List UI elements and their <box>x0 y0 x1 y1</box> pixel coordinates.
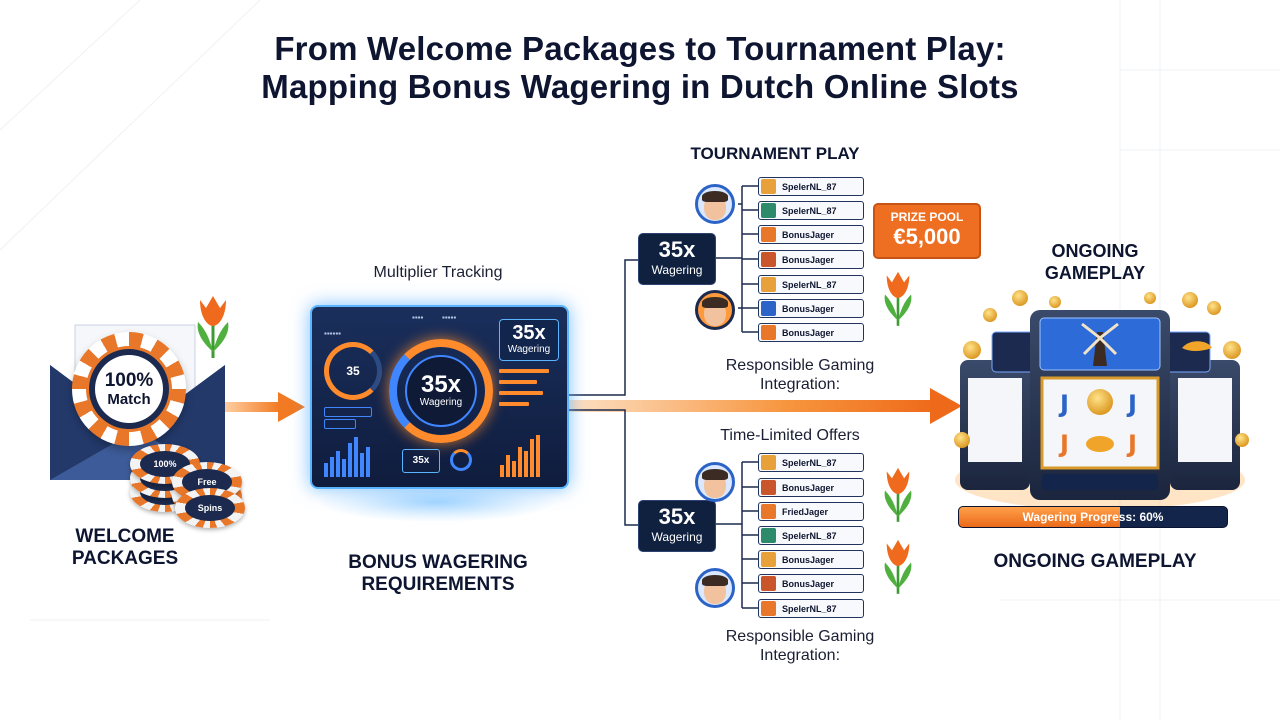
svg-text:J: J <box>1126 390 1137 418</box>
arrow-welcome-to-wagering <box>222 402 280 412</box>
svg-text:J: J <box>1058 430 1069 458</box>
tulip-icon <box>884 539 912 594</box>
match-bonus-chip-icon: 100% Match <box>72 332 186 446</box>
small-chip-text-3: Spins <box>185 495 235 521</box>
responsible-gaming-top: Responsible Gaming Integration: <box>725 357 875 393</box>
ongoing-gameplay-bottom-label: ONGOING GAMEPLAY <box>993 551 1197 572</box>
chip-percent: 100% <box>104 369 154 391</box>
leaderboard-entry: BonusJager <box>758 478 864 497</box>
leaderboard-entry: BonusJager <box>758 299 864 318</box>
dashboard-main-gauge: 35x Wagering <box>389 339 493 443</box>
dashboard-mini-ring <box>450 449 472 471</box>
wagering-progress-text: Wagering Progress: 60% <box>1022 510 1164 524</box>
dashboard-bar-chart-blue <box>324 432 370 477</box>
bonus-wagering-label: BONUS WAGERING REQUIREMENTS <box>348 552 528 595</box>
player-avatar <box>695 462 735 502</box>
multiplier-tracking-label: Multiplier Tracking <box>373 264 503 281</box>
player-avatar <box>695 568 735 608</box>
leaderboard-entry: SpelerNL_87 <box>758 526 864 545</box>
tulip-icon <box>884 271 912 326</box>
leaderboard-entry: SpelerNL_87 <box>758 275 864 294</box>
svg-text:J: J <box>1058 390 1069 418</box>
gauge-label: Wagering <box>419 397 463 408</box>
welcome-packages-label: WELCOME PACKAGES <box>71 526 179 569</box>
gauge-value: 35x <box>420 371 462 398</box>
dashboard-small-gauge: 35 <box>324 342 382 400</box>
wagering-dashboard: ▪▪▪▪ ▪▪▪▪▪ ▪▪▪▪▪▪ 35 35x Wagering 35x Wa… <box>310 305 569 489</box>
svg-text:J: J <box>1126 430 1137 458</box>
free-chip-icon: 100% <box>130 444 200 484</box>
leaderboard-entry: BonusJager <box>758 225 864 244</box>
dashboard-mini-badge: 35x <box>402 449 440 473</box>
tournament-multiplier-bottom: 35x Wagering <box>638 500 716 552</box>
tulip-icon <box>197 296 229 358</box>
leaderboard-entry: BonusJager <box>758 550 864 569</box>
ongoing-gameplay-top-label: ONGOING GAMEPLAY <box>1044 241 1146 283</box>
player-avatar <box>695 184 735 224</box>
player-avatar <box>695 290 735 330</box>
dashboard-horizontal-bars <box>499 369 549 413</box>
title-line-1: From Welcome Packages to Tournament Play… <box>274 30 1006 67</box>
leaderboard-entry: SpelerNL_87 <box>758 201 864 220</box>
leaderboard-entry: SpelerNL_87 <box>758 599 864 618</box>
leaderboard-entry: BonusJager <box>758 323 864 342</box>
arrow-wagering-to-gameplay <box>565 400 935 412</box>
responsible-gaming-bottom: Responsible Gaming Integration: <box>725 628 875 664</box>
tournament-multiplier-top: 35x Wagering <box>638 233 716 285</box>
leaderboard-entry: BonusJager <box>758 574 864 593</box>
small-chip-text-1: 100% <box>140 451 190 477</box>
prize-pool-badge: PRIZE POOL €5,000 <box>873 203 981 259</box>
tulip-icon <box>884 467 912 522</box>
wagering-progress-bar: Wagering Progress: 60% <box>958 506 1228 528</box>
time-limited-offers-label: Time-Limited Offers <box>720 427 860 444</box>
slot-machine-icon: J J J J <box>954 290 1249 510</box>
prize-pool-label: PRIZE POOL <box>890 210 964 224</box>
title-line-2: Mapping Bonus Wagering in Dutch Online S… <box>261 68 1019 105</box>
leaderboard-entry: SpelerNL_87 <box>758 453 864 472</box>
chip-match: Match <box>107 390 151 408</box>
leaderboard-entry: BonusJager <box>758 250 864 269</box>
page-title: From Welcome Packages to Tournament Play… <box>0 30 1280 106</box>
prize-pool-value: €5,000 <box>893 224 961 249</box>
tournament-play-title: TOURNAMENT PLAY <box>690 144 860 163</box>
spins-chip-icon: Spins <box>175 488 245 528</box>
dashboard-bar-chart-orange <box>500 432 540 477</box>
arrow-gameplay-head <box>930 388 962 424</box>
leaderboard-entry: FriedJager <box>758 502 864 521</box>
wagering-progress-fill <box>959 507 1120 527</box>
arrow-welcome-head <box>278 392 305 422</box>
leaderboard-entry: SpelerNL_87 <box>758 177 864 196</box>
dashboard-wagering-box: 35x Wagering <box>499 319 559 361</box>
